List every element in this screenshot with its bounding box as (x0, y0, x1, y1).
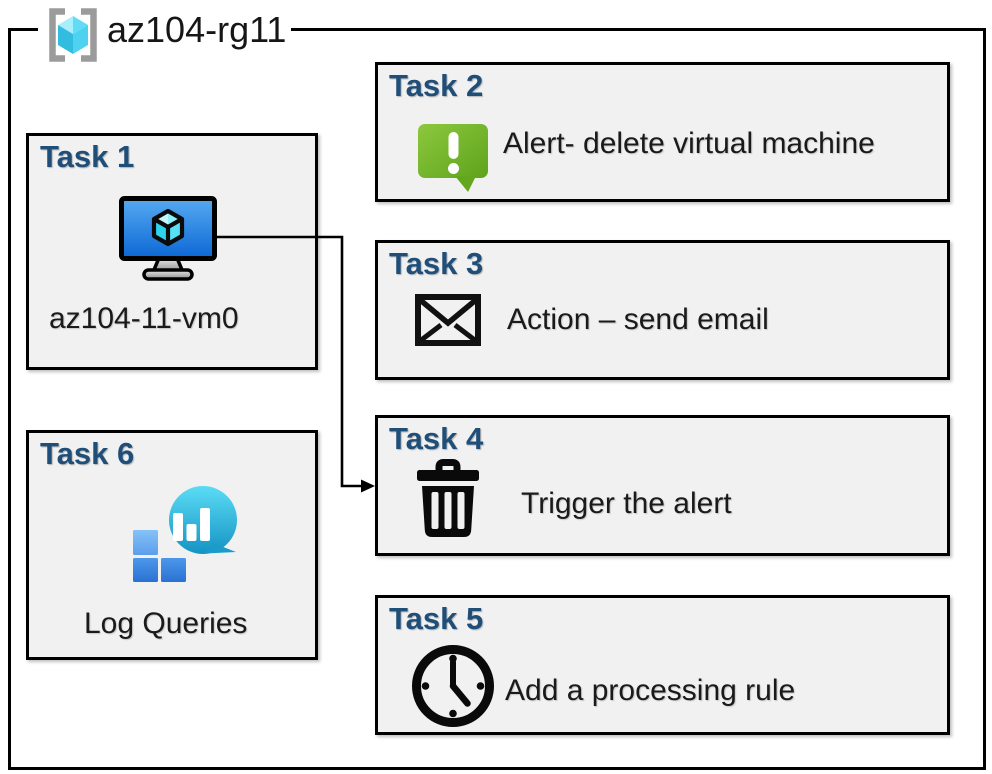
trash-delete-icon (417, 459, 479, 537)
task4-heading: Task 4 (389, 421, 484, 456)
task1-description: az104-11-vm0 (49, 302, 239, 335)
log-analytics-icon (133, 486, 237, 582)
task5-box: Task 5 Add a processing rule (375, 595, 950, 735)
virtual-machine-icon (119, 196, 217, 281)
task4-description: Trigger the alert (521, 487, 732, 520)
task2-description: Alert- delete virtual machine (503, 127, 875, 160)
resource-group-icon (49, 8, 97, 62)
resource-group-title: az104-rg11 (102, 8, 292, 52)
task3-heading: Task 3 (389, 246, 484, 281)
task2-heading: Task 2 (389, 68, 484, 103)
task6-heading: Task 6 (40, 436, 135, 471)
task5-heading: Task 5 (389, 601, 484, 636)
task3-description: Action – send email (507, 303, 769, 336)
resource-group-boundary (8, 28, 986, 770)
task3-box: Task 3 Action – send email (375, 240, 950, 380)
task4-box: Task 4 Trigger the alert (375, 415, 950, 556)
task5-description: Add a processing rule (505, 674, 796, 707)
clock-icon (412, 645, 494, 727)
task1-heading: Task 1 (40, 139, 135, 174)
task2-box: Task 2 Alert- delete virtual machine (375, 62, 950, 202)
task6-description: Log Queries (84, 607, 248, 640)
email-envelope-icon (415, 294, 481, 346)
alert-message-icon (418, 124, 488, 192)
task6-box: Task 6 Log Queries (26, 430, 318, 660)
task1-box: Task 1 az104-11-vm0 (26, 133, 318, 370)
